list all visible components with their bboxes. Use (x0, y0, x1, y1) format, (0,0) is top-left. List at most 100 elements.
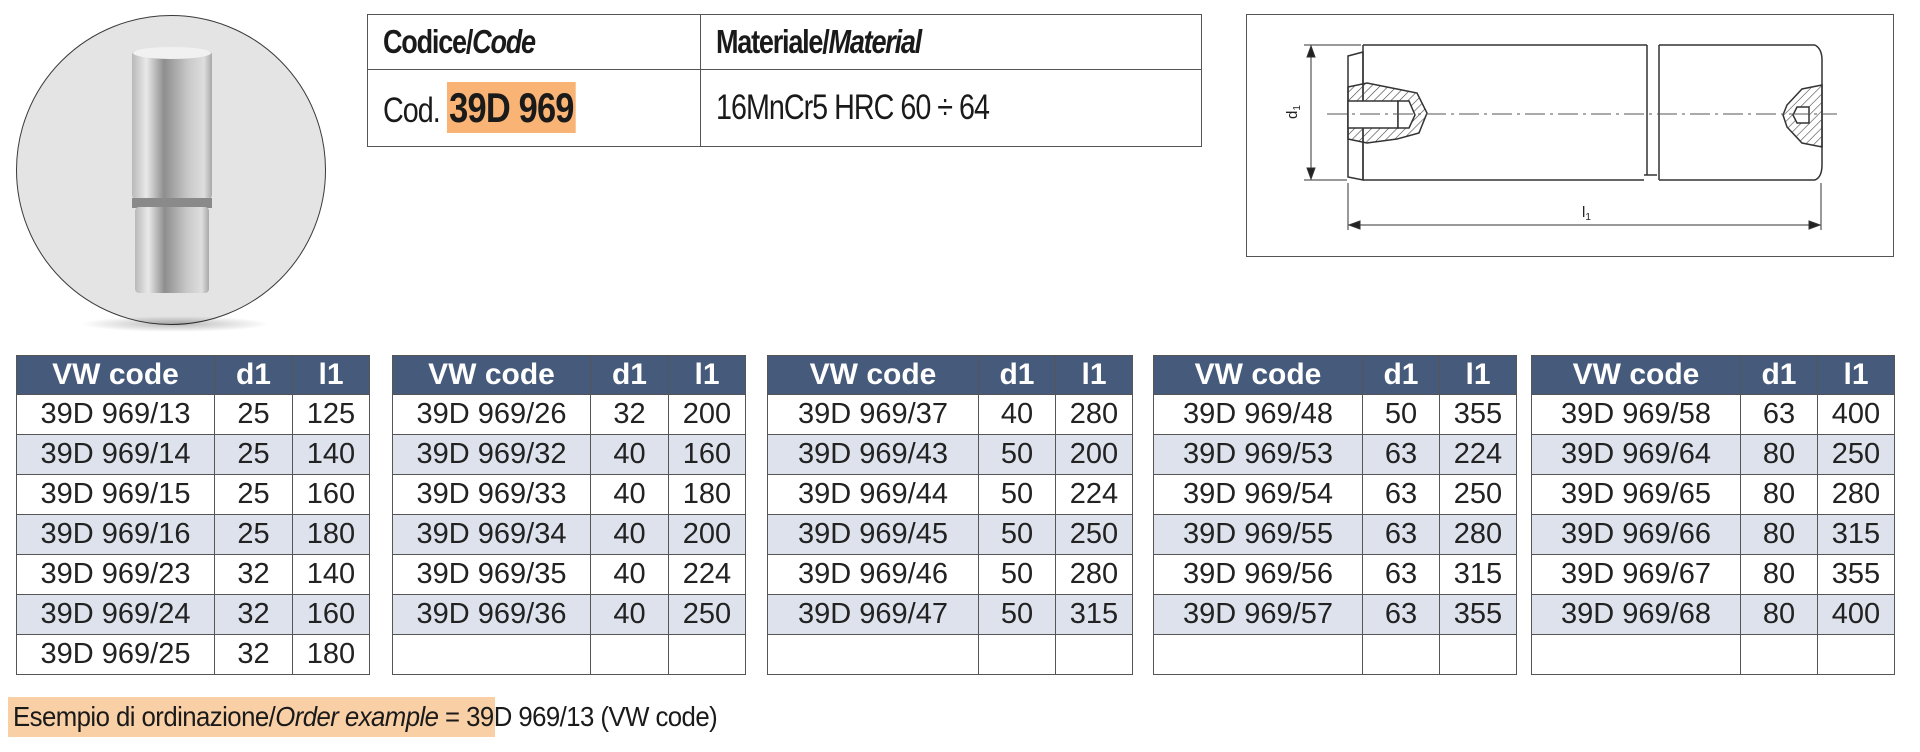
column-header: l1 (292, 355, 370, 395)
d1-cell: 50 (1362, 394, 1440, 435)
vw-code-cell: 39D 969/54 (1153, 474, 1363, 515)
vw-code-cell: 39D 969/26 (392, 394, 591, 435)
d1-cell: 50 (978, 554, 1056, 595)
column-header: d1 (978, 355, 1056, 395)
d1-cell (590, 634, 669, 675)
d1-cell (1362, 634, 1440, 675)
l1-cell: 280 (1817, 474, 1895, 515)
d1-cell: 40 (590, 594, 669, 635)
l1-cell: 280 (1055, 394, 1133, 435)
material-value: 16MnCr5 HRC 60 ÷ 64 (716, 88, 990, 127)
l1-cell: 315 (1055, 594, 1133, 635)
pin-drawing-icon: d1 l1 (1284, 44, 1837, 230)
column-header: d1 (590, 355, 669, 395)
d1-cell: 32 (214, 594, 293, 635)
table-row (1531, 634, 1895, 675)
l1-cell: 315 (1439, 554, 1517, 595)
vw-code-cell: 39D 969/33 (392, 474, 591, 515)
product-photo (16, 15, 326, 325)
d1-cell: 80 (1740, 474, 1818, 515)
vw-code-cell (1153, 634, 1363, 675)
vw-code-cell: 39D 969/65 (1531, 474, 1741, 515)
vw-code-cell: 39D 969/36 (392, 594, 591, 635)
d1-cell (1740, 634, 1818, 675)
l1-cell: 355 (1439, 594, 1517, 635)
l1-cell: 400 (1817, 394, 1895, 435)
l1-cell: 280 (1055, 554, 1133, 595)
l1-cell: 224 (668, 554, 746, 595)
vw-code-cell (767, 634, 979, 675)
d1-cell: 32 (214, 554, 293, 595)
code-value: 39D 969 (446, 82, 577, 133)
l1-cell: 180 (292, 634, 370, 675)
l1-cell (668, 634, 746, 675)
l1-cell: 315 (1817, 514, 1895, 555)
d1-cell: 25 (214, 394, 293, 435)
column-header: l1 (1817, 355, 1895, 395)
d1-cell: 63 (1740, 394, 1818, 435)
d1-cell: 50 (978, 474, 1056, 515)
l1-cell (1055, 634, 1133, 675)
d1-cell (978, 634, 1056, 675)
l1-cell: 355 (1817, 554, 1895, 595)
d1-cell: 25 (214, 514, 293, 555)
technical-drawing: d1 l1 (1246, 14, 1894, 257)
l1-cell: 224 (1055, 474, 1133, 515)
d1-cell: 80 (1740, 594, 1818, 635)
l1-cell: 200 (668, 514, 746, 555)
vw-code-cell: 39D 969/58 (1531, 394, 1741, 435)
l1-cell: 140 (292, 554, 370, 595)
vw-code-cell: 39D 969/43 (767, 434, 979, 475)
l1-cell: 180 (292, 514, 370, 555)
vw-code-cell: 39D 969/23 (16, 554, 215, 595)
vw-code-cell: 39D 969/37 (767, 394, 979, 435)
spec-table: Codice/Code Materiale/Material Cod. 39D … (367, 14, 1202, 147)
code-prefix: Cod. (383, 91, 441, 130)
vw-code-cell: 39D 969/34 (392, 514, 591, 555)
vw-code-cell: 39D 969/53 (1153, 434, 1363, 475)
vw-code-cell: 39D 969/57 (1153, 594, 1363, 635)
d1-cell: 50 (978, 514, 1056, 555)
column-header: VW code (1531, 355, 1741, 395)
l1-cell: 140 (292, 434, 370, 475)
vw-code-cell: 39D 969/67 (1531, 554, 1741, 595)
material-header: Materiale/Material (700, 14, 1202, 70)
vw-code-cell: 39D 969/25 (16, 634, 215, 675)
d1-cell: 40 (978, 394, 1056, 435)
vw-code-cell: 39D 969/56 (1153, 554, 1363, 595)
vw-code-cell: 39D 969/47 (767, 594, 979, 635)
table-row (1153, 634, 1517, 675)
d1-cell: 63 (1362, 554, 1440, 595)
vw-code-cell: 39D 969/35 (392, 554, 591, 595)
d1-cell: 25 (214, 434, 293, 475)
l1-cell: 280 (1439, 514, 1517, 555)
l1-cell: 224 (1439, 434, 1517, 475)
table-row (392, 634, 746, 675)
d1-cell: 80 (1740, 514, 1818, 555)
